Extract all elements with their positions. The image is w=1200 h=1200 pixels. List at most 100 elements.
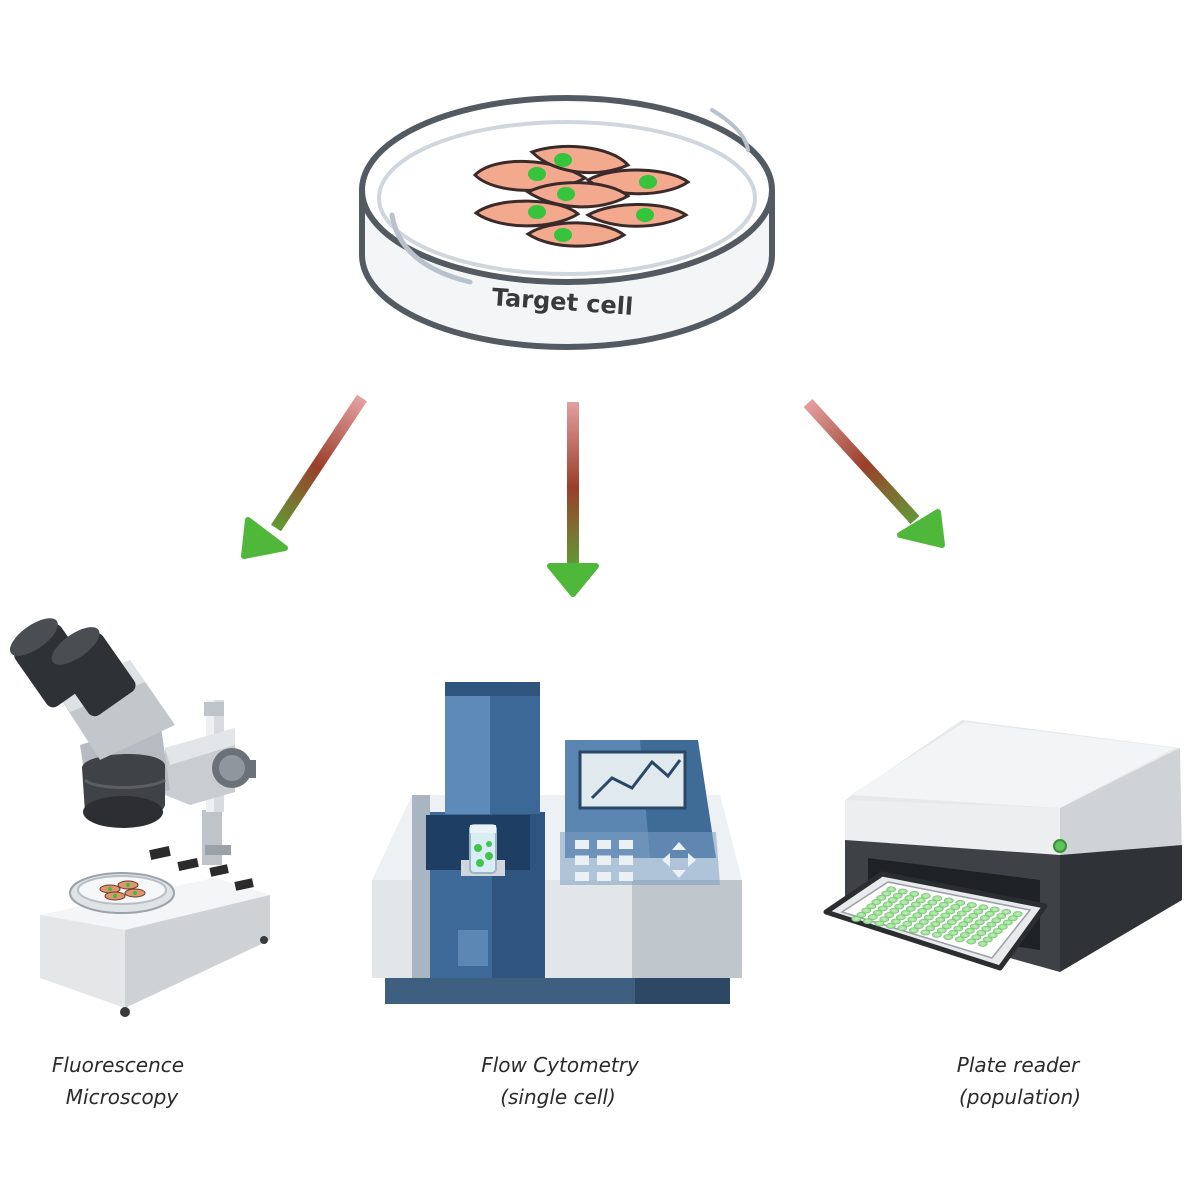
well — [912, 912, 923, 919]
well — [876, 894, 887, 901]
well — [897, 925, 908, 931]
well — [871, 899, 882, 905]
well — [910, 901, 921, 908]
well — [884, 912, 895, 918]
well — [933, 906, 944, 912]
well — [940, 912, 951, 919]
well — [946, 919, 957, 925]
well — [851, 916, 862, 922]
well — [941, 923, 952, 930]
well — [887, 897, 898, 903]
well — [913, 923, 924, 929]
well — [958, 921, 969, 928]
well — [909, 890, 920, 897]
caption-plate-reader-line2: (population) — [959, 1085, 1081, 1109]
well — [963, 917, 974, 923]
well — [928, 910, 939, 917]
well — [904, 895, 915, 901]
well — [908, 927, 919, 934]
well — [923, 914, 934, 921]
arrow-to-microscopy — [241, 394, 368, 559]
well — [932, 895, 943, 902]
well — [984, 910, 995, 917]
well — [905, 905, 916, 912]
well — [989, 906, 1000, 913]
well — [895, 914, 906, 921]
well — [986, 921, 997, 928]
arrow-to-plate-reader — [803, 398, 945, 548]
well — [879, 916, 890, 923]
microscope-icon — [9, 618, 270, 1017]
well — [948, 929, 959, 936]
well — [867, 914, 878, 920]
well — [931, 931, 942, 938]
well — [978, 904, 989, 911]
well — [955, 899, 966, 906]
well — [885, 922, 896, 929]
well — [987, 932, 998, 939]
well — [861, 907, 872, 914]
well — [977, 940, 988, 947]
well — [918, 918, 929, 925]
well — [862, 918, 873, 925]
well — [969, 923, 980, 930]
well — [900, 910, 911, 916]
well — [930, 921, 941, 927]
caption-microscopy-line2: Microscopy — [66, 1085, 180, 1109]
well — [966, 902, 977, 908]
well — [899, 899, 910, 906]
well — [886, 886, 897, 893]
well — [917, 908, 928, 914]
well — [907, 916, 918, 923]
well — [966, 938, 977, 945]
well — [992, 928, 1003, 934]
well — [943, 934, 954, 940]
well — [959, 932, 970, 938]
well — [935, 916, 946, 923]
well — [954, 936, 965, 943]
well — [971, 934, 982, 941]
well — [1007, 915, 1018, 922]
caption-microscopy-line1: Fluorescence — [52, 1053, 184, 1077]
flow-cytometer-icon — [372, 682, 742, 1004]
well — [974, 919, 985, 926]
well — [894, 903, 905, 910]
well — [956, 910, 967, 917]
well — [922, 903, 933, 910]
well — [897, 888, 908, 895]
well — [920, 893, 931, 899]
well — [945, 908, 956, 915]
well — [915, 897, 926, 904]
well — [936, 927, 947, 934]
well — [964, 927, 975, 934]
caption-plate-reader: Plate reader (population) — [957, 1053, 1081, 1109]
well-plate-icon — [851, 886, 1023, 947]
cell-cluster-icon — [472, 144, 691, 248]
well — [902, 920, 913, 927]
well — [889, 907, 900, 914]
well — [968, 912, 979, 919]
well — [877, 905, 888, 912]
well — [953, 925, 964, 932]
nucleus-icon — [528, 153, 657, 242]
well — [892, 892, 903, 899]
well — [1012, 911, 1023, 917]
well — [872, 909, 883, 916]
caption-plate-reader-line1: Plate reader — [957, 1053, 1081, 1077]
well — [1002, 919, 1013, 926]
caption-flow-cytometry-line1: Flow Cytometry — [481, 1053, 640, 1077]
plate-reader-icon — [823, 720, 1182, 972]
well — [856, 911, 867, 918]
well — [979, 915, 990, 921]
well — [874, 920, 885, 927]
well — [982, 936, 993, 943]
caption-flow-cytometry-line2: (single cell) — [500, 1085, 616, 1109]
well — [1001, 908, 1012, 915]
well — [938, 901, 949, 908]
well — [973, 908, 984, 915]
well — [976, 930, 987, 936]
well — [881, 890, 892, 897]
well — [890, 918, 901, 925]
well — [882, 901, 893, 908]
